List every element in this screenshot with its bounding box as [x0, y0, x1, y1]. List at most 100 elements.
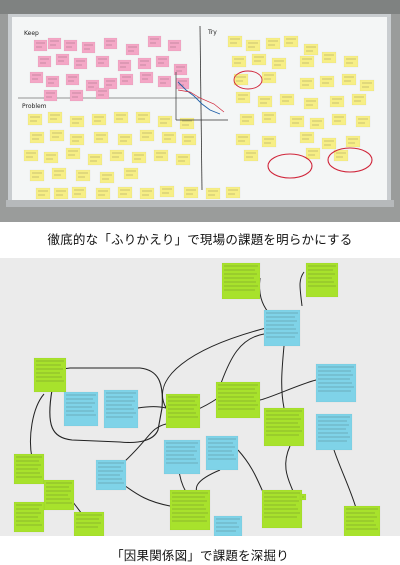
- pink-sticky-note: [117, 59, 132, 72]
- red-circle-mark: [267, 153, 313, 179]
- yellow-sticky-note: [329, 95, 345, 108]
- yellow-sticky-note: [51, 167, 67, 180]
- pink-sticky-note: [173, 63, 188, 76]
- yellow-sticky-note: [279, 93, 295, 106]
- green-sticky-note: [215, 381, 261, 419]
- yellow-sticky-note: [351, 93, 367, 106]
- green-sticky-note: [343, 505, 381, 536]
- causal-arrow: [281, 345, 285, 409]
- yellow-sticky-note: [305, 147, 321, 160]
- yellow-sticky-note: [261, 71, 277, 84]
- green-sticky-note: [305, 262, 339, 298]
- causal-arrow: [123, 423, 167, 463]
- causal-arrow: [162, 327, 267, 409]
- yellow-sticky-note: [245, 39, 261, 52]
- label-try: Try: [207, 29, 217, 36]
- yellow-sticky-note: [283, 35, 299, 48]
- yellow-sticky-note: [181, 133, 197, 146]
- pink-sticky-note: [65, 73, 80, 86]
- cyan-sticky-note: [205, 435, 239, 471]
- pink-sticky-note: [157, 75, 172, 88]
- yellow-sticky-note: [157, 115, 173, 128]
- pink-sticky-note: [45, 75, 60, 88]
- yellow-sticky-note: [205, 187, 221, 200]
- yellow-sticky-note: [257, 95, 273, 108]
- causal-diagram-illustration: [0, 258, 400, 536]
- yellow-sticky-note: [299, 131, 315, 144]
- yellow-sticky-note: [117, 133, 133, 146]
- cyan-sticky-note: [263, 309, 301, 347]
- yellow-sticky-note: [35, 187, 51, 200]
- yellow-sticky-note: [309, 117, 325, 130]
- green-sticky-note: [43, 479, 75, 511]
- yellow-sticky-note: [289, 115, 305, 128]
- yellow-sticky-note: [69, 115, 85, 128]
- yellow-sticky-note: [271, 57, 287, 70]
- yellow-sticky-note: [321, 51, 337, 64]
- pink-sticky-note: [73, 57, 88, 70]
- yellow-sticky-note: [179, 117, 195, 130]
- green-sticky-note: [299, 493, 307, 501]
- causal-arrow: [259, 379, 317, 401]
- yellow-sticky-note: [161, 131, 177, 144]
- yellow-sticky-note: [139, 129, 155, 142]
- pink-sticky-note: [155, 55, 170, 68]
- pink-sticky-note: [69, 89, 84, 102]
- yellow-sticky-note: [333, 149, 349, 162]
- yellow-sticky-note: [153, 149, 169, 162]
- yellow-sticky-note: [265, 37, 281, 50]
- green-sticky-note: [221, 262, 261, 300]
- yellow-sticky-note: [331, 113, 347, 126]
- pink-sticky-note: [175, 77, 190, 90]
- pink-sticky-note: [95, 87, 110, 100]
- yellow-sticky-note: [93, 131, 109, 144]
- causal-diagram-photo: [0, 258, 400, 536]
- yellow-sticky-note: [321, 137, 337, 150]
- yellow-sticky-note: [109, 149, 125, 162]
- pink-sticky-note: [63, 39, 78, 52]
- yellow-sticky-note: [343, 55, 359, 68]
- pink-sticky-note: [43, 89, 58, 102]
- red-circle-mark: [327, 147, 373, 173]
- yellow-sticky-note: [299, 77, 315, 90]
- causal-arrow: [299, 271, 305, 307]
- yellow-sticky-note: [261, 135, 277, 148]
- cyan-sticky-note: [315, 413, 353, 451]
- yellow-sticky-note: [91, 113, 107, 126]
- yellow-sticky-note: [99, 171, 115, 184]
- yellow-sticky-note: [71, 186, 87, 199]
- yellow-sticky-note: [303, 43, 319, 56]
- yellow-sticky-note: [29, 131, 45, 144]
- causal-arrow: [333, 449, 357, 509]
- pink-sticky-note: [95, 55, 110, 68]
- wall-top: [0, 0, 400, 14]
- cyan-sticky-note: [63, 391, 99, 427]
- green-sticky-note: [13, 501, 45, 533]
- pink-sticky-note: [119, 73, 134, 86]
- causal-arrows: [30, 271, 357, 515]
- pink-sticky-note: [103, 77, 118, 90]
- yellow-sticky-note: [261, 111, 277, 124]
- caption-retrospective: 徹底的な「ふりかえり」で現場の課題を明らかにする: [47, 232, 353, 247]
- yellow-sticky-note: [359, 79, 375, 92]
- yellow-sticky-note: [159, 185, 175, 198]
- whiteboard-illustration: Keep Problem Try: [0, 0, 400, 222]
- yellow-sticky-note: [341, 73, 357, 86]
- pink-sticky-note: [85, 79, 100, 92]
- causal-arrow: [219, 333, 265, 387]
- divider-line: [199, 25, 203, 191]
- yellow-sticky-note: [29, 169, 45, 182]
- pink-sticky-note: [55, 53, 70, 66]
- hand-drawn-graph: [175, 72, 228, 121]
- whiteboard-photo: Keep Problem Try: [0, 0, 400, 222]
- causal-arrow: [30, 393, 45, 459]
- yellow-sticky-note: [299, 55, 315, 68]
- yellow-sticky-note: [113, 111, 129, 124]
- yellow-sticky-note: [47, 111, 63, 124]
- yellow-sticky-note: [43, 151, 59, 164]
- pink-sticky-note: [125, 43, 140, 56]
- sticky-notes-group: [13, 262, 381, 536]
- pink-sticky-note: [147, 35, 162, 48]
- yellow-sticky-note: [227, 35, 243, 48]
- yellow-sticky-note: [75, 169, 91, 182]
